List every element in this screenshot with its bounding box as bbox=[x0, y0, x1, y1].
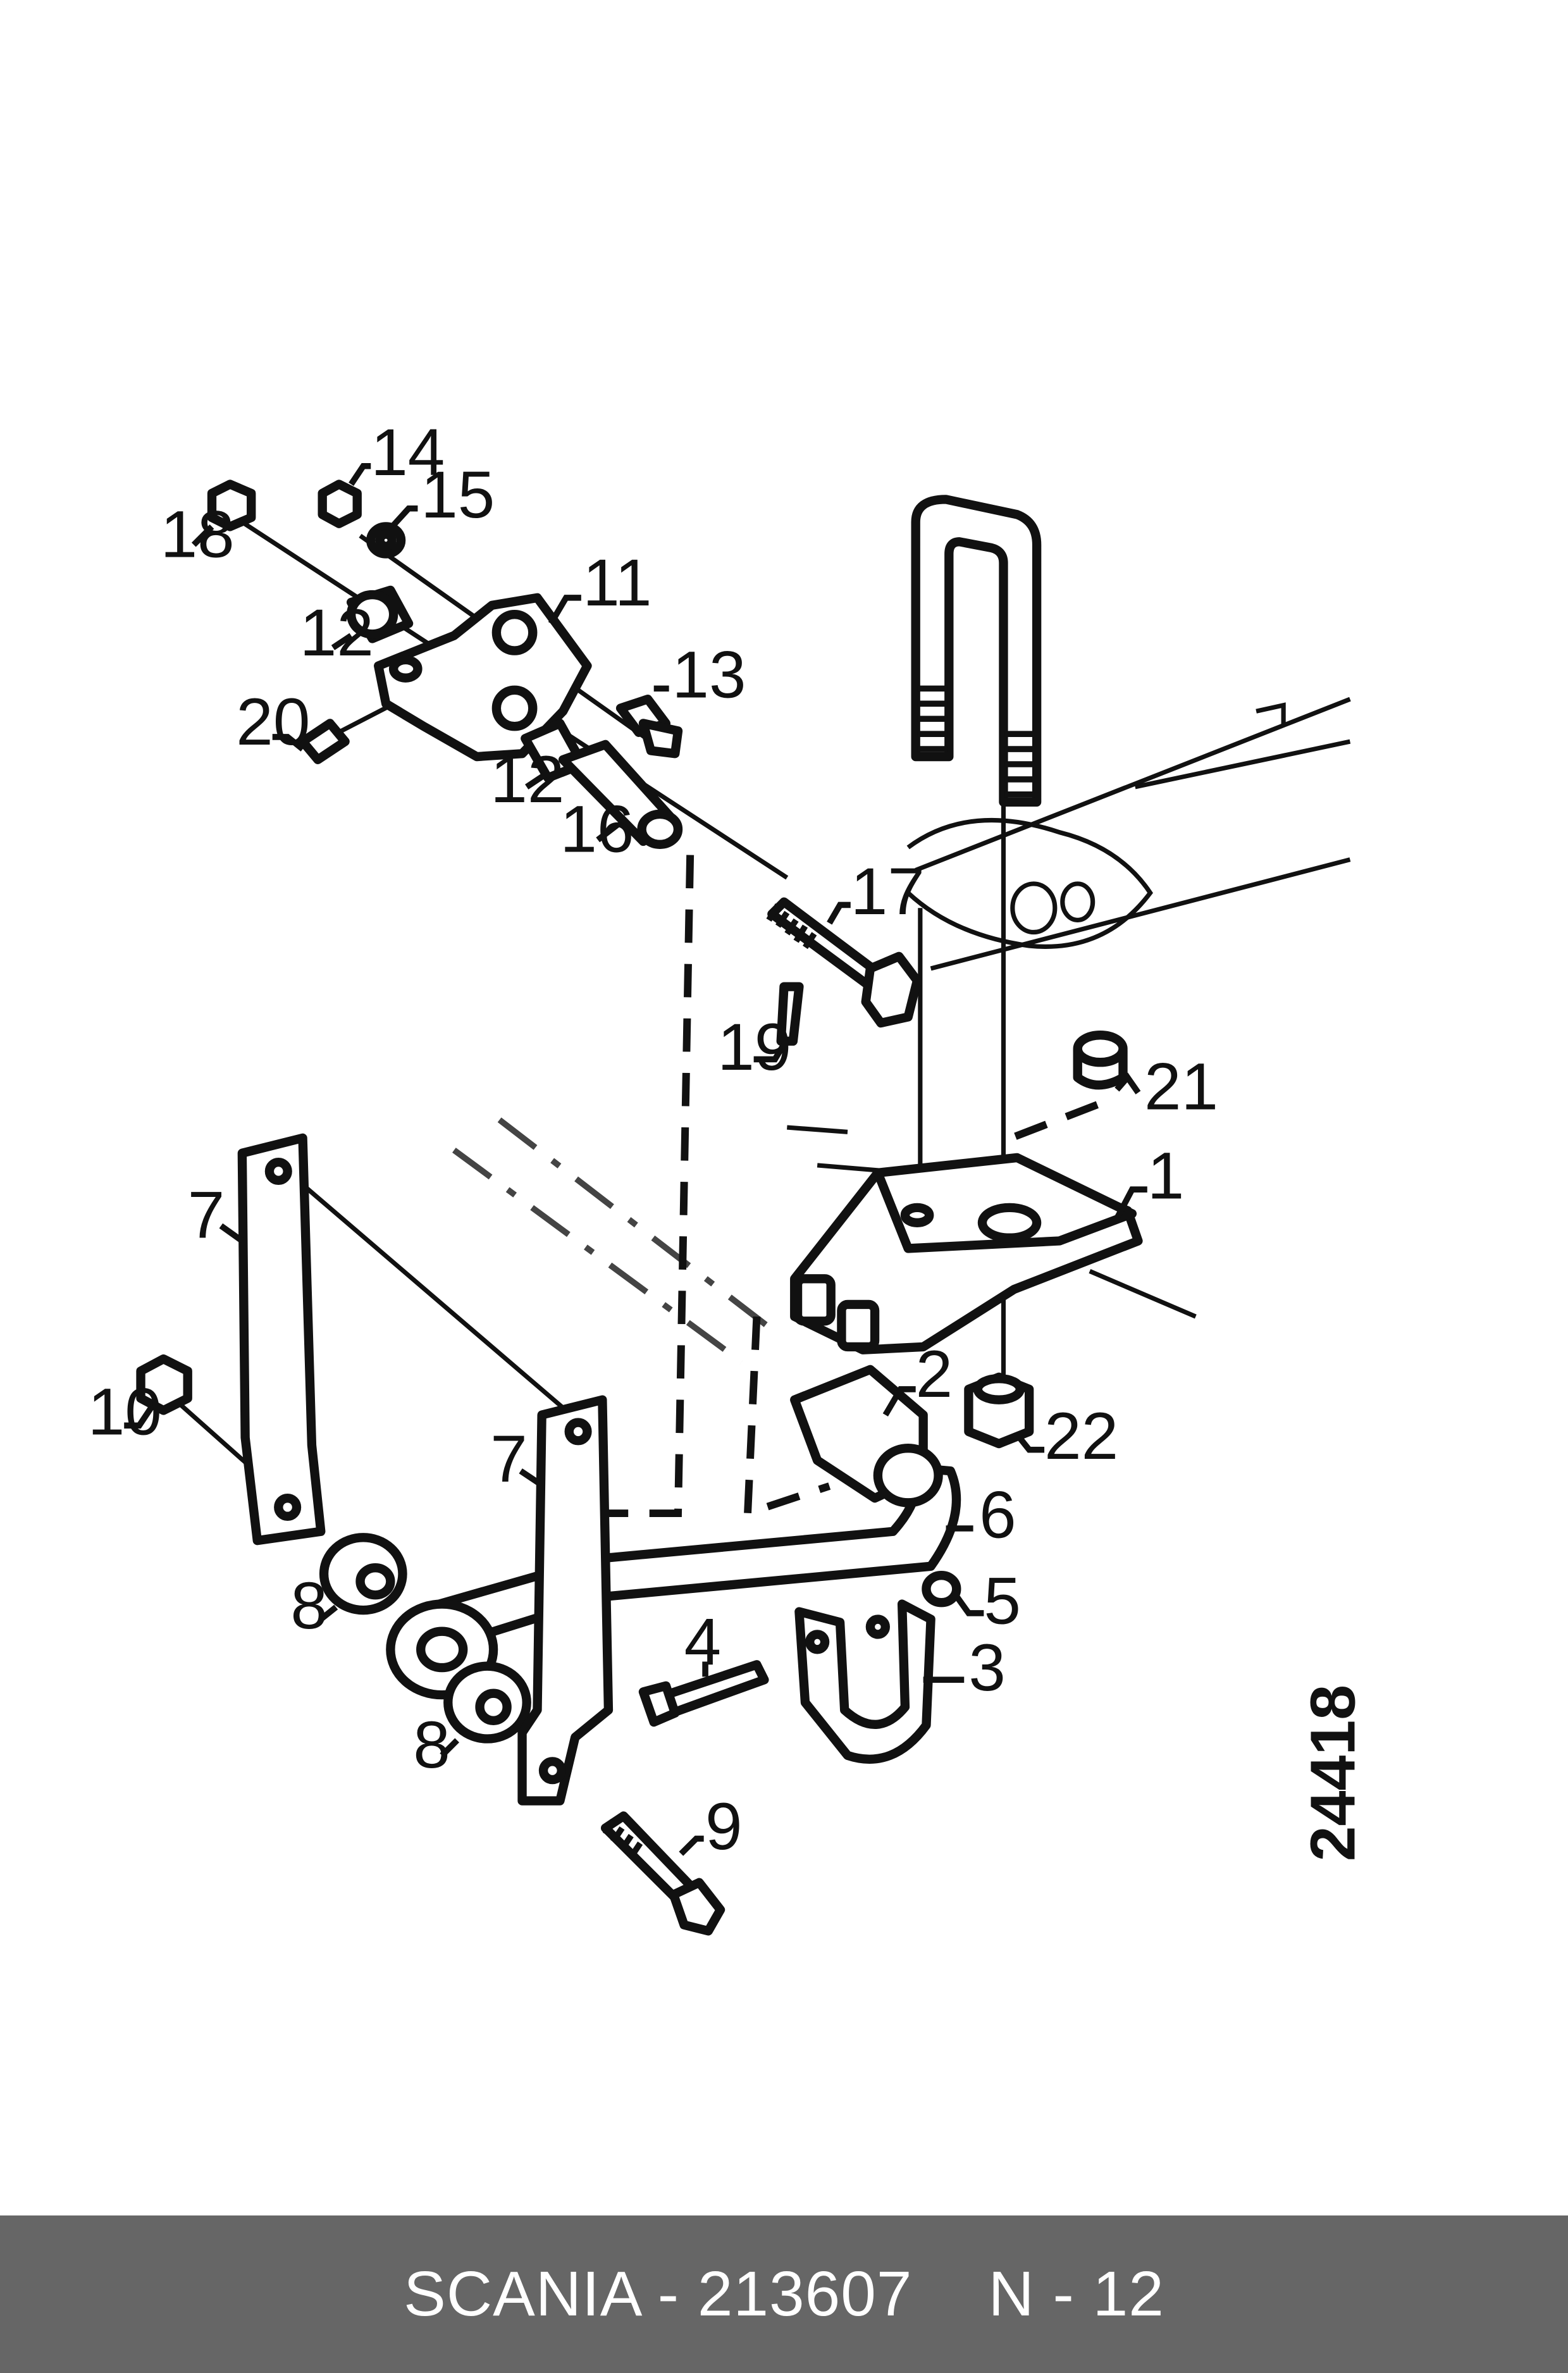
part-19-cotter-pin bbox=[776, 982, 804, 1046]
footer-text: SCANIA - 213607 N - 12 bbox=[404, 2258, 1164, 2331]
callout-leaders bbox=[124, 462, 1147, 1856]
callout-13: 13 bbox=[672, 638, 746, 712]
u-bolt bbox=[911, 495, 1042, 807]
part-11-shackle bbox=[374, 593, 592, 762]
callout-9: 9 bbox=[705, 1790, 743, 1864]
footer-bar: SCANIA - 213607 N - 12 bbox=[0, 2215, 1568, 2373]
callout-16: 16 bbox=[560, 793, 634, 867]
frame-centerlines bbox=[452, 855, 1099, 1519]
part-15-washer bbox=[366, 522, 406, 559]
part-10-nut bbox=[136, 1354, 192, 1415]
callout-15: 15 bbox=[421, 458, 495, 532]
part-1-bracket bbox=[790, 1153, 1143, 1354]
callout-14: 14 bbox=[371, 416, 445, 490]
callout-19: 19 bbox=[717, 1010, 791, 1084]
part-17-bolt bbox=[766, 897, 922, 1028]
callout-8-lower: 8 bbox=[413, 1708, 450, 1782]
callout-labels: 1 2 3 4 5 6 7 7 8 8 9 10 11 12 12 13 14 … bbox=[88, 416, 1218, 1864]
callout-7-left: 7 bbox=[188, 1179, 225, 1253]
callout-7-right: 7 bbox=[490, 1422, 528, 1496]
callout-6: 6 bbox=[979, 1478, 1016, 1552]
part-7-stay-left bbox=[237, 1133, 326, 1546]
callout-12-lower: 12 bbox=[490, 743, 564, 817]
part-14-nut bbox=[318, 480, 362, 528]
callout-20: 20 bbox=[236, 685, 310, 759]
callout-12-upper: 12 bbox=[300, 596, 374, 670]
callout-2: 2 bbox=[916, 1337, 953, 1411]
part-12-bush-upper bbox=[346, 585, 414, 643]
callout-17: 17 bbox=[851, 855, 925, 929]
part-5-nut bbox=[922, 1570, 961, 1608]
callout-22: 22 bbox=[1044, 1399, 1118, 1473]
callout-4: 4 bbox=[684, 1605, 722, 1679]
part-8-bush-lower bbox=[443, 1661, 531, 1744]
part-16-pin bbox=[558, 740, 683, 849]
part-21-cap bbox=[1073, 1031, 1128, 1090]
part-4-bolt bbox=[638, 1660, 769, 1727]
callout-8-upper: 8 bbox=[290, 1569, 328, 1643]
part-22-nut bbox=[964, 1372, 1034, 1449]
part-13-bolt bbox=[615, 694, 683, 759]
callout-3: 3 bbox=[968, 1631, 1006, 1705]
part-6-stabilizer-bar bbox=[386, 1463, 961, 1700]
callout-10: 10 bbox=[88, 1375, 162, 1449]
part-3-clamp bbox=[794, 1599, 935, 1764]
drawing-reference-number: 24418 bbox=[1298, 1685, 1369, 1861]
catalog-code-label: N - 12 bbox=[988, 2258, 1164, 2329]
part-7-stay-right bbox=[517, 1395, 614, 1806]
callout-5: 5 bbox=[984, 1564, 1021, 1639]
exploded-parts-diagram: 1 2 3 4 5 6 7 7 8 8 9 10 11 12 12 13 14 … bbox=[88, 416, 1369, 1936]
part-20-grease-nipple bbox=[298, 719, 350, 764]
part-number-label: SCANIA - 213607 bbox=[404, 2258, 913, 2329]
callout-21: 21 bbox=[1144, 1050, 1218, 1124]
callout-11: 11 bbox=[583, 546, 651, 620]
part-18-nut bbox=[207, 480, 256, 531]
part-9-bolt bbox=[600, 1811, 725, 1936]
callout-18: 18 bbox=[161, 497, 235, 571]
callout-1: 1 bbox=[1147, 1139, 1185, 1213]
part-8-bush-upper bbox=[319, 1533, 407, 1615]
axle-housing-outline bbox=[787, 697, 1351, 1319]
